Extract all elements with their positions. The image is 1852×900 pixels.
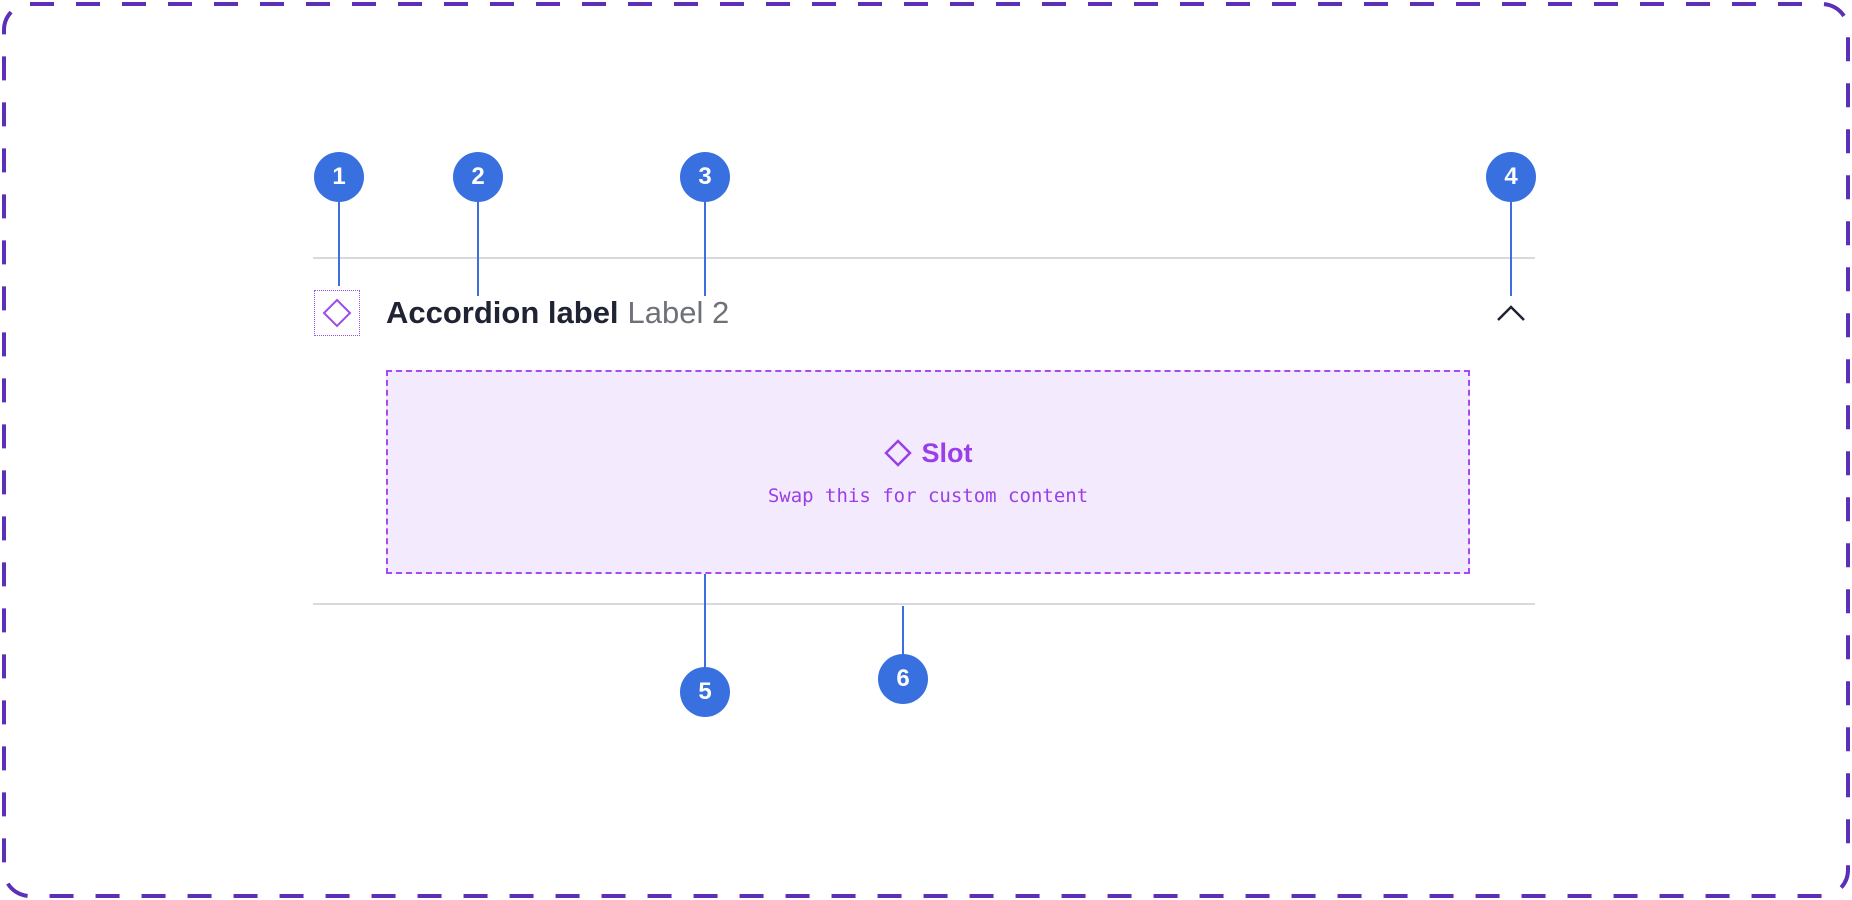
marker-6-line [902,606,904,658]
marker-1-line [338,200,340,286]
accordion-bottom-divider [313,603,1535,605]
diamond-icon [883,439,912,467]
marker-5-line [704,574,706,668]
slot-title-text: Slot [921,438,973,468]
marker-3: 3 [680,152,730,202]
diamond-icon [322,298,352,328]
accordion-top-divider [313,257,1535,259]
chevron-up-icon[interactable] [1494,296,1528,330]
marker-5: 5 [680,667,730,717]
slot-title: Slot [883,436,973,470]
slot-subtitle: Swap this for custom content [767,485,1089,507]
accordion-label: Accordion label [386,295,619,330]
accordion-header[interactable]: Accordion label Label 2 [386,290,729,336]
marker-4: 4 [1486,152,1536,202]
marker-3-line [704,200,706,296]
marker-2-line [477,200,479,296]
content-slot: Slot Swap this for custom content [386,370,1470,574]
marker-6: 6 [878,654,928,704]
marker-2: 2 [453,152,503,202]
marker-4-line [1510,200,1512,296]
leading-icon-slot [314,290,360,336]
accordion-secondary-label: Label 2 [627,295,730,330]
marker-1: 1 [314,152,364,202]
